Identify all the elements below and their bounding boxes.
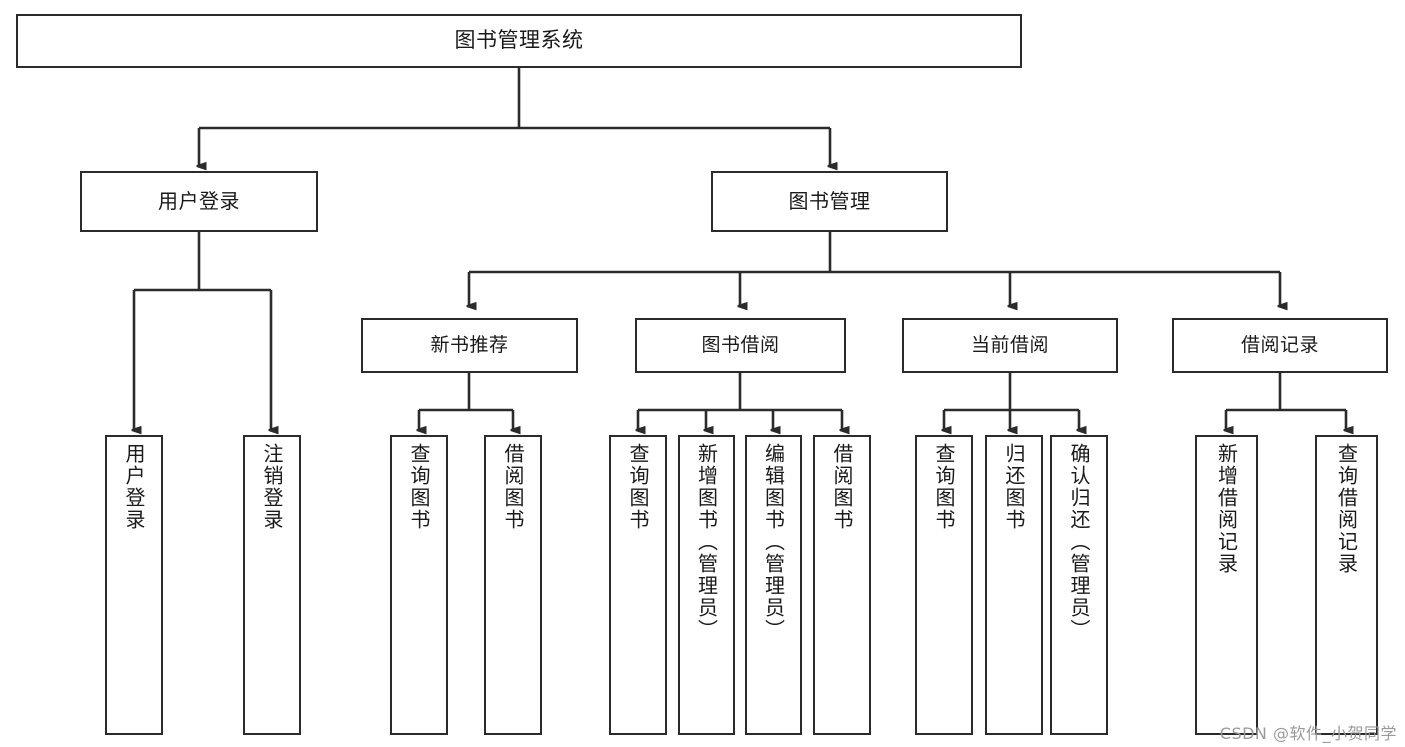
leaf-recommend-borrow-book[interactable]: 借阅图书 — [484, 435, 542, 735]
node-label: 借阅记录 — [1240, 333, 1319, 356]
watermark: CSDN @软件_小贺同学 — [1219, 724, 1397, 743]
node-label: 归还图书 — [1002, 443, 1026, 531]
node-label: 注销登录 — [260, 443, 284, 531]
leaf-current-query-book[interactable]: 查询图书 — [915, 435, 973, 735]
node-book-borrow[interactable]: 图书借阅 — [635, 318, 846, 373]
node-label: 新书推荐 — [430, 333, 509, 356]
leaf-borrow-add-book-admin[interactable]: 新增图书（管理员） — [678, 435, 735, 735]
node-label: 图书管理系统 — [454, 28, 584, 53]
node-label: 编辑图书（管理员） — [761, 443, 786, 641]
node-label: 查询图书 — [932, 443, 956, 531]
node-new-book-recommend[interactable]: 新书推荐 — [361, 318, 578, 373]
node-label: 用户登录 — [158, 189, 240, 214]
node-user-login[interactable]: 用户登录 — [80, 171, 318, 232]
node-current-borrow[interactable]: 当前借阅 — [902, 318, 1118, 373]
leaf-borrow-query-book[interactable]: 查询图书 — [609, 435, 667, 735]
node-book-management[interactable]: 图书管理 — [711, 171, 948, 232]
node-label: 新增借阅记录 — [1214, 443, 1239, 575]
node-label: 新增图书（管理员） — [694, 443, 719, 641]
leaf-record-add-record[interactable]: 新增借阅记录 — [1195, 435, 1258, 735]
leaf-user-login-login[interactable]: 用户登录 — [105, 435, 163, 735]
node-label: 图书借阅 — [701, 333, 780, 356]
leaf-recommend-query-book[interactable]: 查询图书 — [390, 435, 448, 735]
node-label: 用户登录 — [122, 443, 146, 531]
node-borrow-record[interactable]: 借阅记录 — [1172, 318, 1388, 373]
leaf-record-query-record[interactable]: 查询借阅记录 — [1315, 435, 1378, 735]
node-label: 图书管理 — [788, 189, 871, 214]
node-label: 查询图书 — [626, 443, 650, 531]
node-label: 借阅图书 — [501, 443, 525, 531]
leaf-borrow-edit-book-admin[interactable]: 编辑图书（管理员） — [745, 435, 802, 735]
node-label: 查询借阅记录 — [1334, 443, 1359, 575]
leaf-user-login-logout[interactable]: 注销登录 — [243, 435, 301, 735]
node-label: 确认归还（管理员） — [1067, 443, 1091, 641]
node-label: 借阅图书 — [830, 443, 854, 531]
leaf-current-return-book[interactable]: 归还图书 — [985, 435, 1043, 735]
leaf-borrow-borrow-book[interactable]: 借阅图书 — [813, 435, 871, 735]
leaf-current-confirm-return-admin[interactable]: 确认归还（管理员） — [1050, 435, 1108, 735]
node-label: 当前借阅 — [970, 333, 1049, 356]
node-root-system[interactable]: 图书管理系统 — [16, 14, 1022, 68]
node-label: 查询图书 — [407, 443, 431, 531]
